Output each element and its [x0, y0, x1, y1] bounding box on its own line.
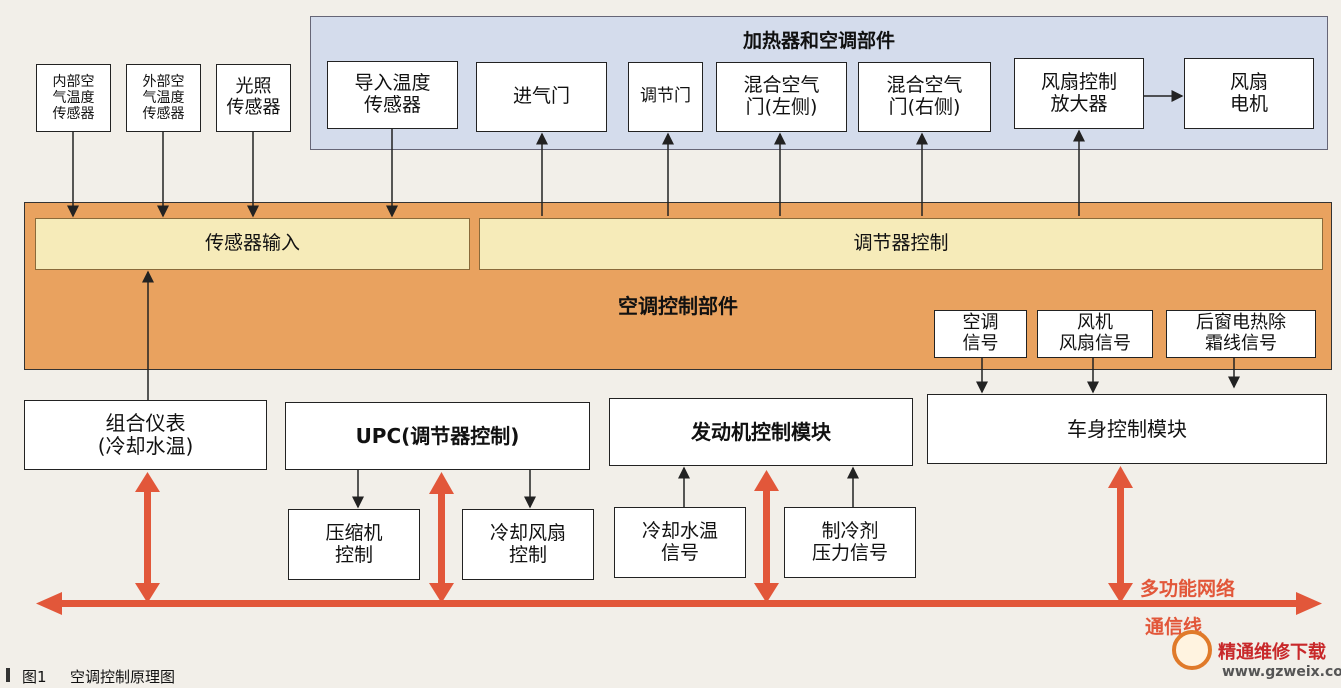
rear-defrost-signal-box: 后窗电热除 霜线信号 [1166, 310, 1316, 358]
fan-motor: 风扇 电机 [1184, 58, 1314, 129]
instrument-cluster: 组合仪表 (冷却水温) [24, 400, 267, 470]
coolant-temp-signal: 冷却水温 信号 [614, 507, 746, 578]
intake-door: 进气门 [476, 62, 607, 132]
module-bus-arrows [135, 466, 1133, 603]
regulator-door: 调节门 [628, 62, 703, 132]
ac-signal-box: 空调 信号 [934, 310, 1027, 358]
heater-panel-title: 加热器和空调部件 [742, 30, 895, 52]
cooling-fan-control: 冷却风扇 控制 [462, 509, 594, 580]
regulator-control-bar: 调节器控制 [479, 218, 1323, 270]
caption-figure-number: 图1 [22, 668, 47, 686]
watermark-name: 精通维修下载 [1218, 642, 1326, 663]
intake-temp-sensor: 导入温度 传感器 [327, 61, 458, 129]
caption-text: 空调控制原理图 [70, 668, 176, 686]
caption-bar [6, 668, 10, 682]
exterior-temp-sensor: 外部空 气温度 传感器 [126, 64, 201, 132]
body-control-module: 车身控制模块 [927, 394, 1327, 464]
ac-control-title: 空调控制部件 [618, 294, 738, 318]
sensor-input-bar: 传感器输入 [35, 218, 470, 270]
interior-temp-sensor: 内部空 气温度 传感器 [36, 64, 111, 132]
refrigerant-pressure-signal: 制冷剂 压力信号 [784, 507, 916, 578]
mix-door-right: 混合空气 门(右侧) [858, 62, 991, 132]
fan-control-amplifier: 风扇控制 放大器 [1014, 58, 1144, 129]
engine-control-module: 发动机控制模块 [609, 398, 913, 466]
blower-fan-signal-box: 风机 风扇信号 [1037, 310, 1153, 358]
watermark-url: www.gzweix.com [1222, 664, 1341, 680]
network-label: 多功能网络 [1140, 578, 1236, 600]
mix-door-left: 混合空气 门(左侧) [716, 62, 847, 132]
bus-arrow [36, 592, 1322, 615]
watermark-logo-icon [1172, 630, 1212, 670]
compressor-control: 压缩机 控制 [288, 509, 420, 580]
upc-module: UPC(调节器控制) [285, 402, 590, 470]
sunlight-sensor: 光照 传感器 [216, 64, 291, 132]
